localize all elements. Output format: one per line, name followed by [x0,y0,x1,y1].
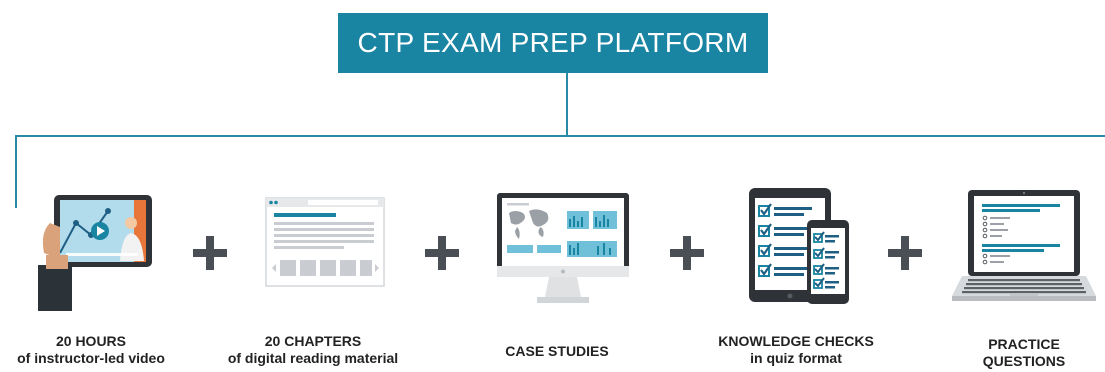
item-label-line1: PRACTICE [988,336,1060,352]
item-label: 20 CHAPTERS of digital reading material [228,333,398,367]
item-label: KNOWLEDGE CHECKS in quiz format [718,333,874,367]
plus-icon [670,236,704,270]
platform-title: CTP EXAM PREP PLATFORM [357,27,749,58]
platform-title-box: CTP EXAM PREP PLATFORM [338,13,768,73]
item-label-line2: in quiz format [750,350,842,366]
item-label-line1: 20 CHAPTERS [264,333,362,349]
plus-icon [193,236,227,270]
item-label-line1: CASE STUDIES [505,343,609,359]
browser-document-icon [265,197,385,287]
tablet-phone-checklist-icon [749,188,849,304]
item-label-line1: 20 HOURS [55,333,127,349]
item-label-line2: of instructor-led video [17,350,165,366]
left-connector-vertical [15,135,17,208]
item-label-line2: QUESTIONS [982,353,1066,369]
tablet-video-icon [38,195,152,311]
item-label: CASE STUDIES [505,343,608,360]
plus-icon [888,236,922,270]
horizontal-connector [15,135,1105,137]
item-label-line2: of digital reading material [227,350,399,366]
item-label: 20 HOURS of instructor-led video [17,333,165,367]
title-connector-vertical [566,73,568,136]
desktop-monitor-icon [497,193,629,303]
item-label-line1: KNOWLEDGE CHECKS [718,333,874,349]
laptop-icon [952,190,1096,301]
item-label: PRACTICE QUESTIONS [983,336,1065,370]
plus-icon [425,236,459,270]
